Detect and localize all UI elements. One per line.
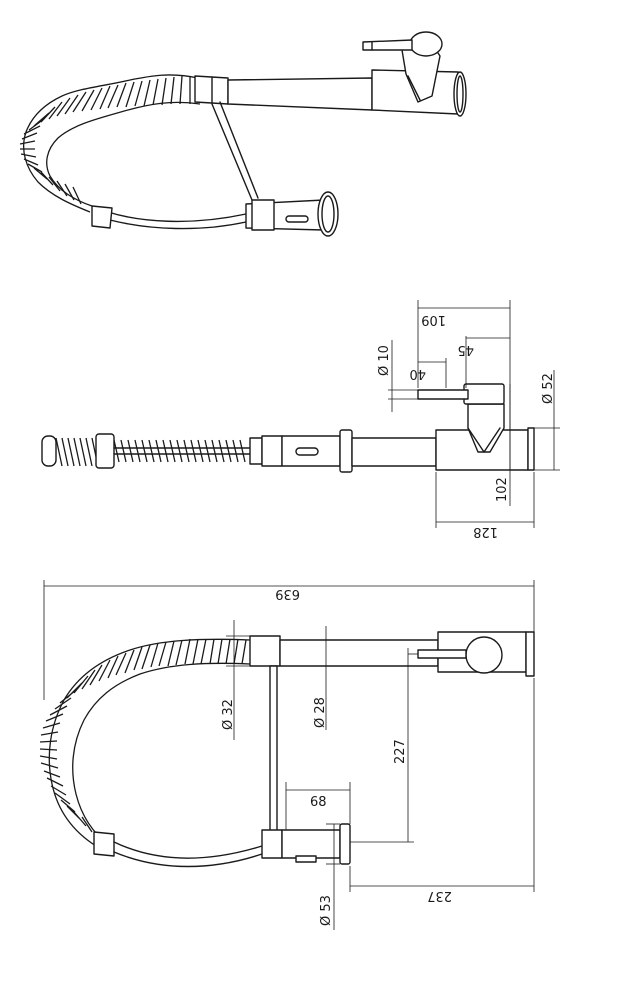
side-coil-spring bbox=[39, 638, 251, 857]
dim-237: 237 bbox=[427, 888, 452, 903]
top-view: 109 45 40 Ø 10 Ø 52 102 bbox=[41, 300, 560, 539]
top-lever-handle bbox=[417, 389, 469, 400]
dim-68: 68 bbox=[310, 795, 327, 810]
top-coil-spring bbox=[41, 433, 251, 469]
dim-diameter-52: Ø 52 bbox=[541, 373, 556, 404]
dim-diameter-10: Ø 10 bbox=[377, 345, 392, 376]
perspective-lever-handle bbox=[362, 39, 413, 51]
dim-109: 109 bbox=[421, 312, 446, 327]
dim-diameter-53: Ø 53 bbox=[319, 895, 334, 926]
perspective-support-rod bbox=[211, 101, 259, 201]
dim-102: 102 bbox=[495, 477, 510, 502]
side-lever-disc bbox=[465, 636, 503, 674]
side-hose bbox=[113, 841, 263, 868]
perspective-coil-spring bbox=[19, 74, 199, 213]
dim-128: 128 bbox=[473, 524, 498, 539]
side-vertical-rod bbox=[269, 665, 278, 833]
side-lever-handle bbox=[417, 649, 467, 659]
dim-227: 227 bbox=[393, 739, 408, 764]
perspective-main-tube bbox=[227, 77, 373, 111]
perspective-view bbox=[19, 31, 467, 237]
top-spray-head bbox=[249, 437, 263, 465]
top-dimensions: 109 45 40 Ø 10 Ø 52 102 bbox=[377, 300, 560, 539]
side-dimensions: 639 Ø 32 Ø 28 227 68 Ø 53 bbox=[43, 580, 535, 930]
side-spring-collar bbox=[249, 635, 281, 667]
dim-diameter-28: Ø 28 bbox=[313, 697, 328, 728]
side-main-tube bbox=[279, 639, 439, 667]
dim-diameter-32: Ø 32 bbox=[221, 699, 236, 730]
side-spray-head bbox=[261, 829, 283, 859]
dim-639: 639 bbox=[275, 586, 300, 601]
dim-40: 40 bbox=[409, 366, 426, 381]
dim-45: 45 bbox=[457, 342, 474, 357]
side-view: 639 Ø 32 Ø 28 227 68 Ø 53 bbox=[39, 580, 535, 930]
perspective-hose bbox=[107, 211, 247, 230]
top-end-flange bbox=[527, 427, 535, 471]
top-main-tube bbox=[351, 437, 437, 467]
top-head-flange bbox=[339, 429, 353, 473]
side-head-flange bbox=[339, 823, 351, 865]
side-end-flange bbox=[525, 631, 535, 677]
